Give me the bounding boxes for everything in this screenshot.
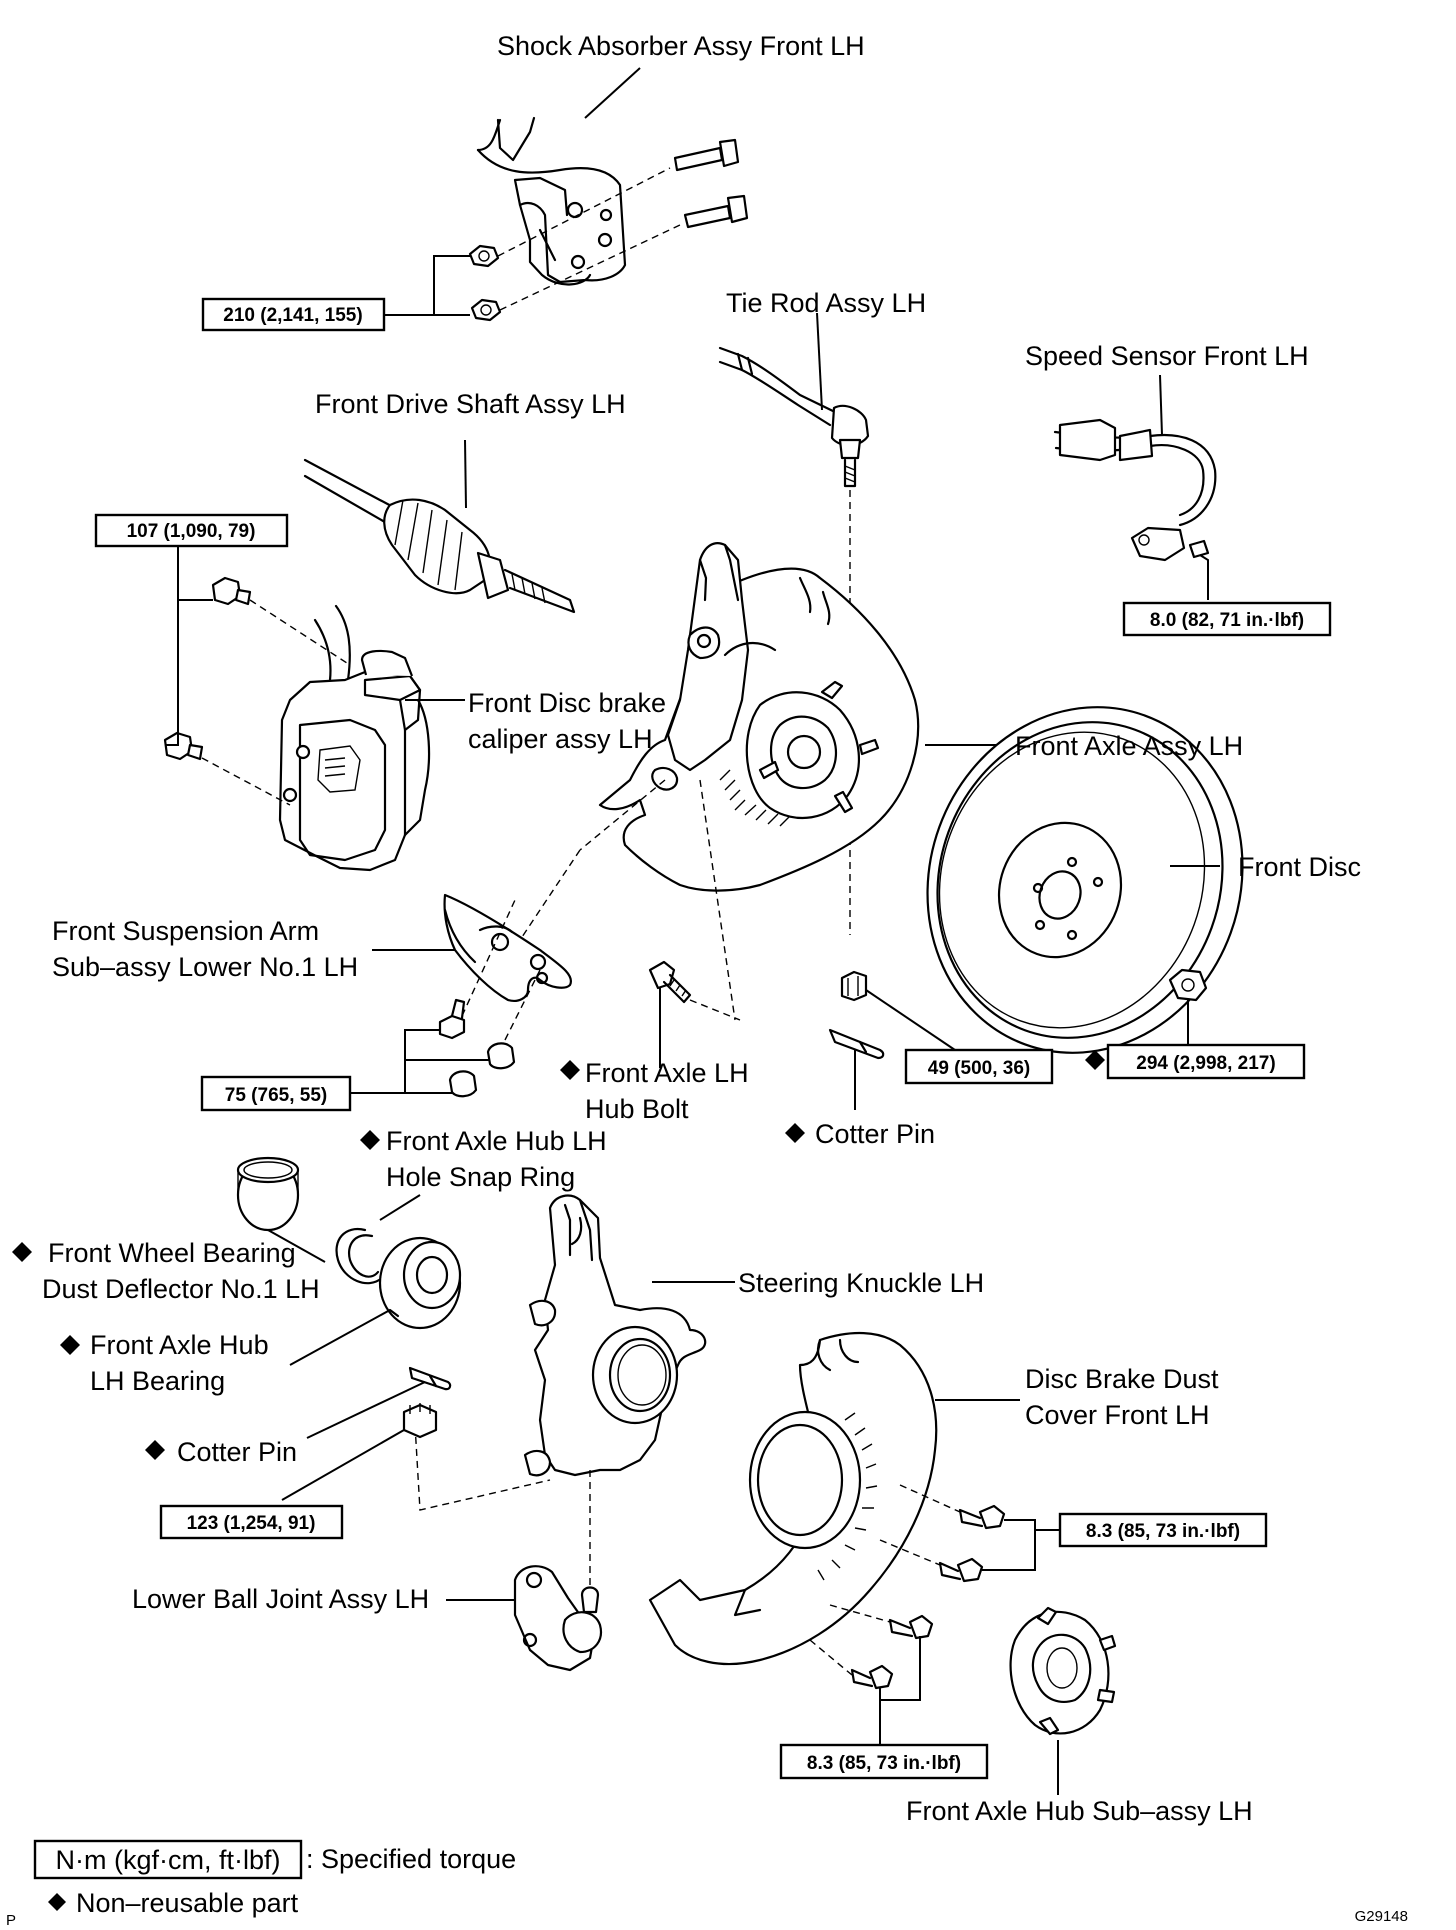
torque-box-123 bbox=[159, 1504, 344, 1540]
front-axle-assy-drawing bbox=[598, 542, 920, 892]
torque-box-83-upper bbox=[1058, 1512, 1268, 1548]
torque-box-294 bbox=[1106, 1043, 1306, 1080]
torque-value-80: 8.0 (82, 71 in.·lbf) bbox=[1150, 610, 1304, 631]
torque-value-107: 107 (1,090, 79) bbox=[127, 521, 256, 542]
torque-box-49 bbox=[904, 1048, 1054, 1085]
label-cotter-pin-lower: Cotter Pin bbox=[177, 1437, 297, 1467]
torque-value-210: 210 (2,141, 155) bbox=[223, 305, 362, 326]
ball-joint-drawing bbox=[513, 1565, 603, 1672]
legend-unit-box bbox=[33, 1839, 303, 1880]
label-hub-sub-assy: Front Axle Hub Sub–assy LH bbox=[906, 1796, 1253, 1826]
torque-box-75 bbox=[200, 1075, 352, 1112]
dust-cover-drawing bbox=[648, 1332, 938, 1666]
corner-letter: P bbox=[6, 1912, 16, 1929]
nonreusable-diamond-bearing bbox=[60, 1335, 80, 1355]
hub-bearing-drawing bbox=[378, 1236, 462, 1330]
figure-id: G29148 bbox=[1355, 1908, 1408, 1925]
label-hub-bolt-line1: Front Axle LH bbox=[585, 1058, 749, 1088]
shock-bolts bbox=[673, 138, 749, 229]
label-caliper-line1: Front Disc brake bbox=[468, 688, 666, 718]
suspension-arm-drawing bbox=[443, 893, 573, 1002]
label-cotter-pin-top: Cotter Pin bbox=[815, 1119, 935, 1149]
label-drive-shaft: Front Drive Shaft Assy LH bbox=[315, 389, 626, 419]
label-dust-cover-line1: Disc Brake Dust bbox=[1025, 1364, 1219, 1394]
label-speed-sensor: Speed Sensor Front LH bbox=[1025, 341, 1309, 371]
steering-knuckle-drawing bbox=[523, 1194, 707, 1477]
label-shock-absorber: Shock Absorber Assy Front LH bbox=[497, 31, 865, 61]
label-front-disc: Front Disc bbox=[1238, 852, 1361, 882]
label-snap-ring-line1: Front Axle Hub LH bbox=[386, 1126, 607, 1156]
torque-value-75: 75 (765, 55) bbox=[225, 1085, 327, 1106]
cotter-pin-top bbox=[828, 1028, 885, 1060]
shock-absorber-drawing bbox=[476, 116, 627, 286]
label-dust-deflector-line1: Front Wheel Bearing bbox=[48, 1238, 296, 1268]
hub-sub-assy-drawing bbox=[1009, 1606, 1117, 1736]
legend-nonreusable-diamond bbox=[48, 1893, 66, 1911]
front-disc-drawing bbox=[926, 706, 1244, 1054]
nonreusable-diamond-cotter1 bbox=[785, 1123, 805, 1143]
caliper-drawing bbox=[278, 604, 431, 872]
label-front-axle-assy: Front Axle Assy LH bbox=[1015, 731, 1243, 761]
torque-box-107 bbox=[94, 513, 289, 548]
nonreusable-diamond-cotter2 bbox=[145, 1440, 165, 1460]
torque-box-210 bbox=[201, 297, 386, 332]
torque-value-83-lower: 8.3 (85, 73 in.·lbf) bbox=[807, 1753, 961, 1774]
arm-bolts bbox=[438, 998, 516, 1098]
tie-rod-nut bbox=[840, 970, 868, 1002]
torque-value-49: 49 (500, 36) bbox=[928, 1058, 1030, 1079]
label-hub-bolt-line2: Hub Bolt bbox=[585, 1094, 689, 1124]
dust-deflector-drawing bbox=[236, 1156, 300, 1232]
torque-value-123: 123 (1,254, 91) bbox=[187, 1513, 316, 1534]
torque-value-83-upper: 8.3 (85, 73 in.·lbf) bbox=[1086, 1521, 1240, 1542]
shock-nuts bbox=[468, 244, 502, 322]
nonreusable-diamond-nut294 bbox=[1085, 1050, 1105, 1070]
snap-ring-drawing bbox=[335, 1227, 384, 1285]
tie-rod-drawing bbox=[718, 346, 870, 488]
label-susp-arm-line2: Sub–assy Lower No.1 LH bbox=[52, 952, 358, 982]
legend-specified-torque: : Specified torque bbox=[306, 1844, 516, 1874]
nonreusable-diamond-deflector bbox=[12, 1242, 32, 1262]
nonreusable-diamond-snapring bbox=[360, 1130, 380, 1150]
drive-shaft-drawing bbox=[303, 458, 576, 614]
cotter-pin-lower bbox=[408, 1366, 452, 1391]
cover-bolts bbox=[850, 1504, 1006, 1690]
label-ball-joint: Lower Ball Joint Assy LH bbox=[132, 1584, 429, 1614]
label-dust-deflector-line2: Dust Deflector No.1 LH bbox=[42, 1274, 320, 1304]
label-bearing-line1: Front Axle Hub bbox=[90, 1330, 269, 1360]
speed-sensor-drawing bbox=[1053, 418, 1217, 562]
label-snap-ring-line2: Hole Snap Ring bbox=[386, 1162, 575, 1192]
legend-nonreusable-text: Non–reusable part bbox=[76, 1888, 299, 1918]
castle-nut bbox=[402, 1403, 438, 1439]
torque-value-294: 294 (2,998, 217) bbox=[1136, 1053, 1275, 1074]
axle-hub-nut bbox=[1168, 968, 1208, 1002]
nonreusable-diamond-hubbolt bbox=[560, 1060, 580, 1080]
label-steering-knuckle: Steering Knuckle LH bbox=[738, 1268, 984, 1298]
label-dust-cover-line2: Cover Front LH bbox=[1025, 1400, 1210, 1430]
hub-bolt-drawing bbox=[648, 960, 692, 1004]
label-bearing-line2: LH Bearing bbox=[90, 1366, 225, 1396]
label-caliper-line2: caliper assy LH bbox=[468, 724, 653, 754]
torque-box-83-lower bbox=[779, 1743, 989, 1780]
torque-box-80 bbox=[1122, 601, 1332, 637]
legend-unit-text: N·m (kgf·cm, ft·lbf) bbox=[56, 1845, 281, 1875]
label-tie-rod: Tie Rod Assy LH bbox=[726, 288, 926, 318]
label-susp-arm-line1: Front Suspension Arm bbox=[52, 916, 319, 946]
